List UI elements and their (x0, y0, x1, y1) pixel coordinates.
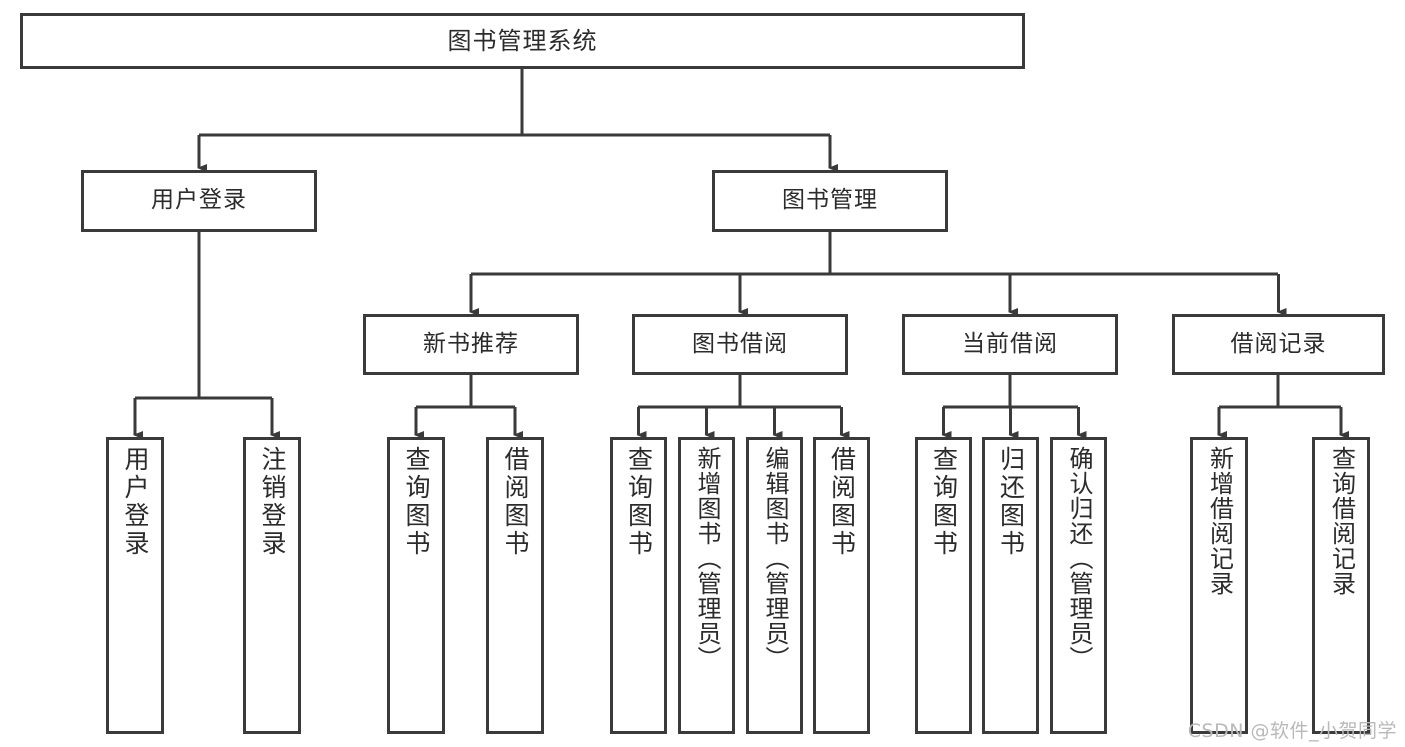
leaf-add-borrow-record[interactable]: 新增借阅记录 (1190, 437, 1248, 734)
node-label: 图书管理系统 (447, 26, 598, 55)
leaf-query-book[interactable]: 查询图书 (610, 437, 667, 734)
node-user-login[interactable]: 用户登录 (81, 170, 317, 232)
leaf-logout[interactable]: 注销登录 (243, 437, 301, 734)
node-borrow-record[interactable]: 借阅记录 (1172, 314, 1385, 375)
node-label: 借阅记录 (1230, 330, 1327, 357)
leaf-edit-book-admin[interactable]: 编辑图书（管理员） (746, 437, 803, 734)
node-book-borrow[interactable]: 图书借阅 (632, 314, 848, 375)
leaf-user-login[interactable]: 用户登录 (106, 437, 164, 734)
node-label: 用户登录 (121, 446, 150, 558)
node-label: 查询借阅记录 (1327, 446, 1356, 596)
leaf-borrow-book-new[interactable]: 借阅图书 (486, 437, 544, 734)
node-label: 借阅图书 (501, 446, 530, 558)
leaf-borrow-book[interactable]: 借阅图书 (813, 437, 870, 734)
node-label: 图书管理 (782, 187, 878, 214)
node-label: 借阅图书 (827, 446, 857, 558)
leaf-query-borrow-record[interactable]: 查询借阅记录 (1312, 437, 1370, 734)
leaf-return-book[interactable]: 归还图书 (982, 437, 1039, 734)
leaf-query-book-new[interactable]: 查询图书 (387, 437, 445, 734)
node-label: 用户登录 (151, 187, 247, 214)
node-label: 确认归还（管理员） (1064, 446, 1093, 671)
leaf-confirm-return-admin[interactable]: 确认归还（管理员） (1050, 437, 1107, 734)
leaf-add-book-admin[interactable]: 新增图书（管理员） (678, 437, 735, 734)
node-label: 新增借阅记录 (1205, 446, 1234, 596)
node-label: 图书借阅 (692, 330, 788, 357)
node-label: 归还图书 (996, 446, 1026, 558)
node-book-management[interactable]: 图书管理 (712, 170, 948, 232)
node-label: 查询图书 (624, 446, 654, 558)
node-label: 当前借阅 (962, 330, 1058, 357)
node-label: 新书推荐 (423, 330, 519, 357)
leaf-query-book-current[interactable]: 查询图书 (915, 437, 972, 734)
node-label: 编辑图书（管理员） (760, 446, 789, 671)
node-label: 查询图书 (402, 446, 431, 558)
node-new-book-recommend[interactable]: 新书推荐 (363, 314, 579, 375)
node-label: 查询图书 (929, 446, 959, 558)
node-current-borrow[interactable]: 当前借阅 (902, 314, 1118, 375)
node-root[interactable]: 图书管理系统 (20, 13, 1025, 69)
node-label: 注销登录 (258, 446, 287, 558)
watermark-text: CSDN @软件_小贺同学 (1187, 720, 1397, 742)
node-label: 新增图书（管理员） (692, 446, 721, 671)
